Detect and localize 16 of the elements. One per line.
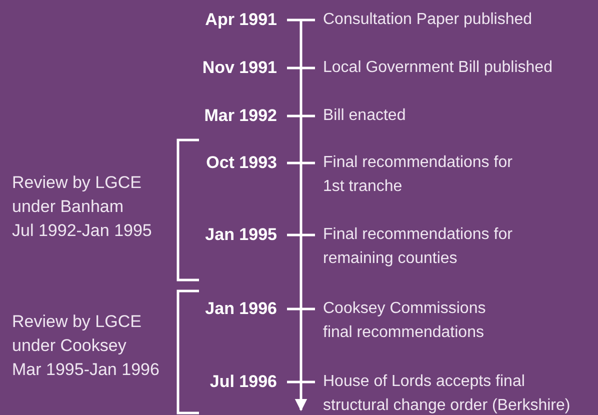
event-description: Consultation Paper published [323, 10, 532, 30]
review-period-label: Review by LGCE under Banham Jul 1992-Jan 1995 [12, 172, 152, 242]
event-description: Bill enacted [323, 106, 406, 126]
date-label: Nov 1991 [202, 57, 277, 79]
date-label: Oct 1993 [206, 152, 277, 174]
date-label: Jul 1996 [210, 371, 277, 393]
date-label: Jan 1996 [205, 298, 277, 320]
date-label: Jan 1995 [205, 224, 277, 246]
date-label: Mar 1992 [204, 105, 277, 127]
event-description: Final recommendations for remaining counties [323, 225, 512, 269]
event-description: House of Lords accepts final structural change order (Berkshire) [323, 372, 570, 415]
event-description: Local Government Bill published [323, 58, 552, 78]
event-description: Final recommendations for 1st tranche [323, 153, 512, 197]
event-description: Cooksey Commissions final recommendations [323, 299, 486, 343]
review-period-label: Review by LGCE under Cooksey Mar 1995-Jan 1996 [12, 311, 160, 381]
date-label: Apr 1991 [205, 9, 277, 31]
